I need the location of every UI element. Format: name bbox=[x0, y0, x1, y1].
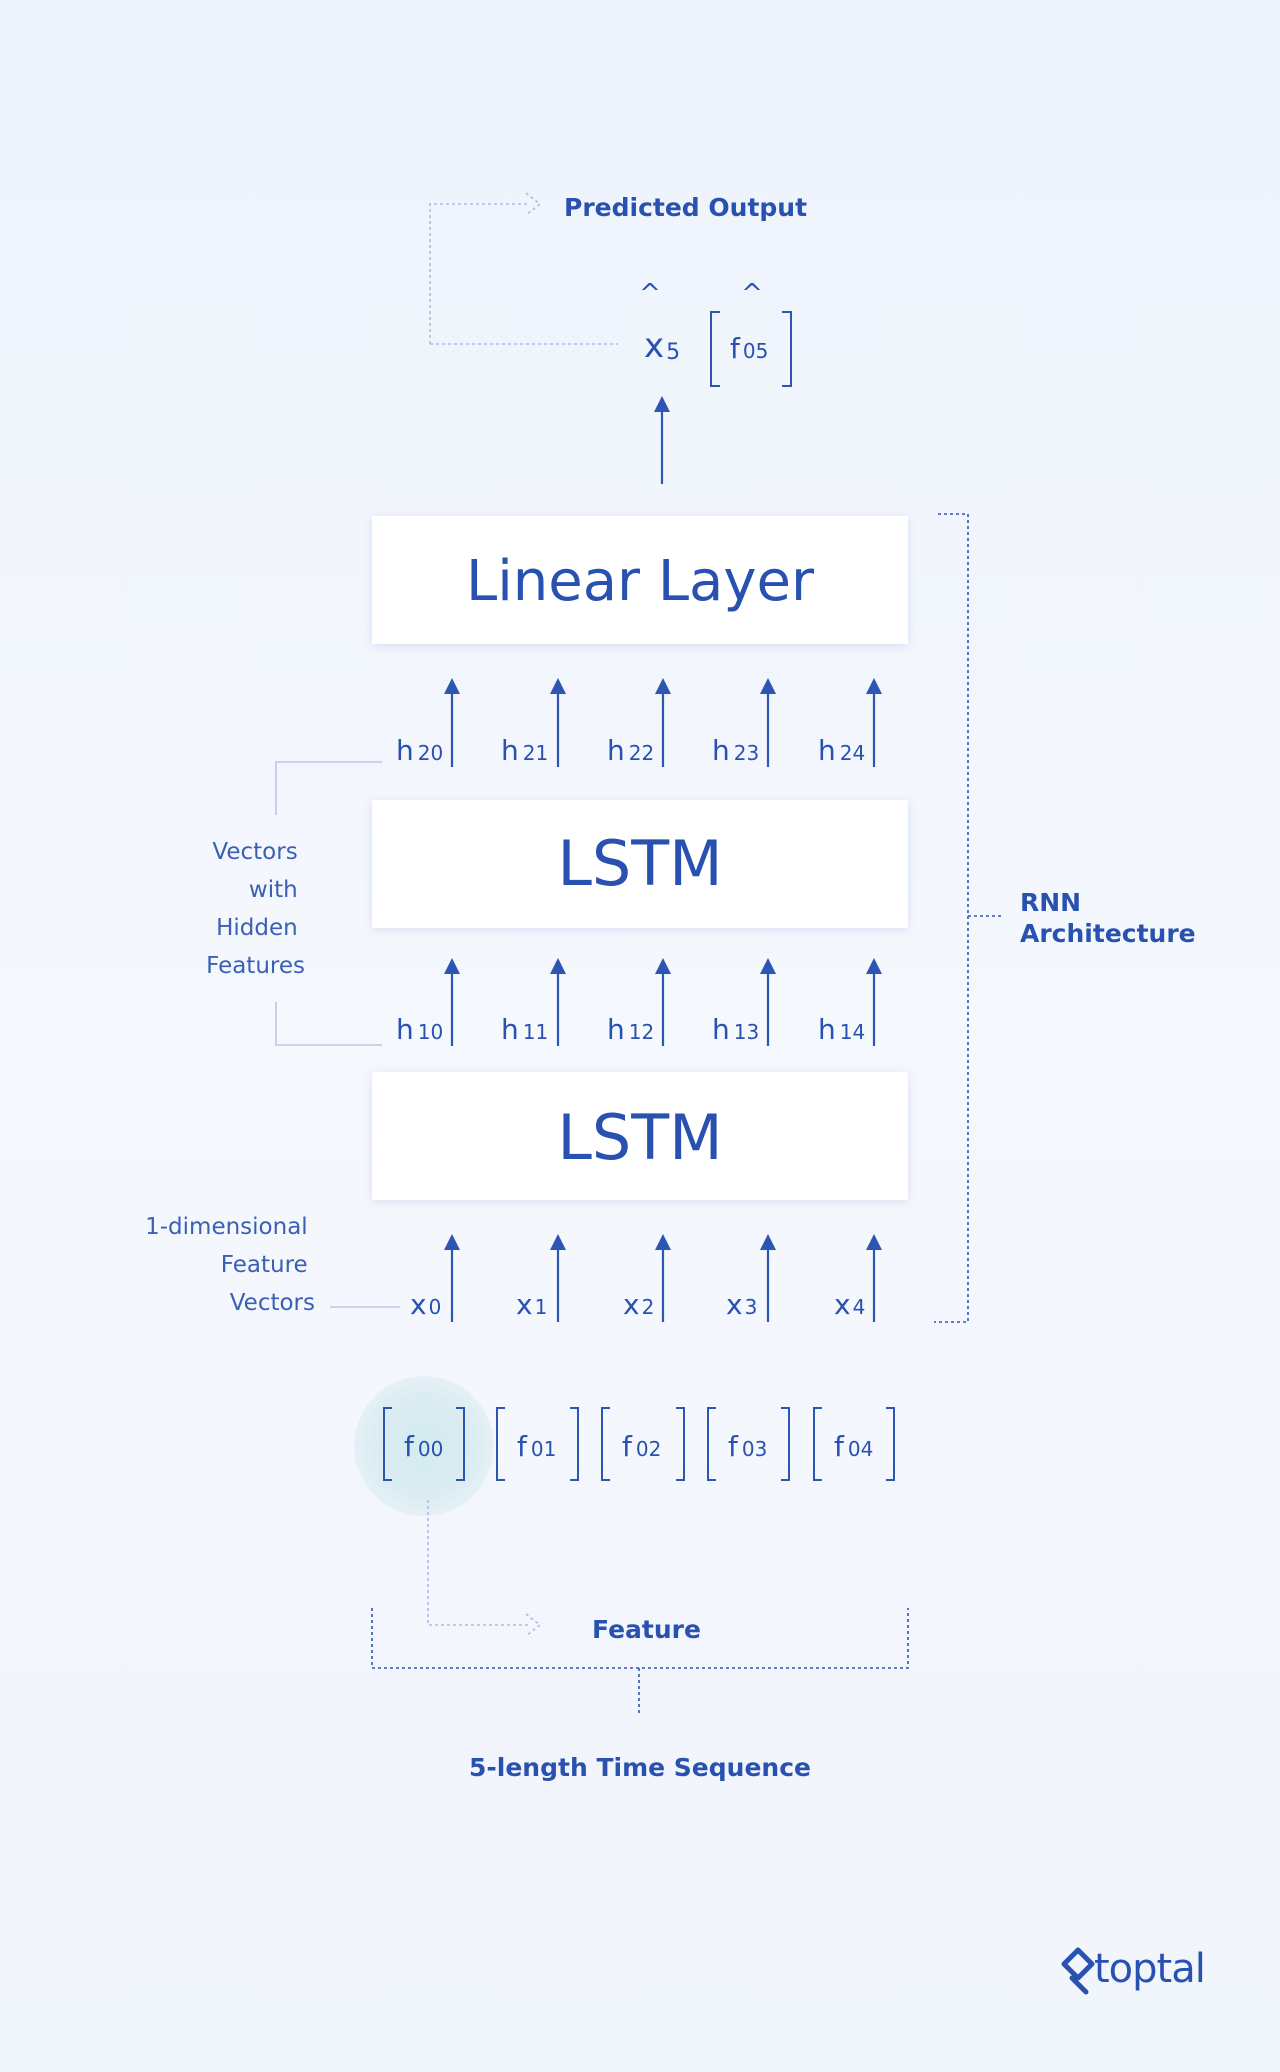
svg-text:LSTM: LSTM bbox=[557, 1101, 722, 1174]
feature-vectors-label: 1-dimensional Feature Vectors bbox=[145, 1214, 315, 1316]
lstm-top-box: LSTM bbox=[372, 800, 908, 928]
x5-hat: ^ bbox=[639, 279, 661, 309]
predicted-output-connector bbox=[429, 203, 530, 344]
hidden-features-bracket-top bbox=[275, 761, 382, 815]
arrow-h21 bbox=[550, 678, 566, 767]
arrow-h12 bbox=[655, 958, 671, 1046]
arrow-x0 bbox=[444, 1234, 460, 1322]
feature-vectors-line-2: Feature bbox=[221, 1252, 308, 1278]
arrow-h14 bbox=[866, 958, 882, 1046]
toptal-logo: toptal bbox=[1061, 1946, 1206, 1995]
hidden-features-line-4: Features bbox=[206, 953, 305, 979]
arrow-h22 bbox=[655, 678, 671, 767]
rnn-label-line-2: Architecture bbox=[1020, 919, 1196, 948]
arrow-x4 bbox=[866, 1234, 882, 1322]
hidden-features-bracket-bottom bbox=[275, 1002, 382, 1046]
hidden-features-line-3: Hidden bbox=[216, 915, 298, 941]
arrow-x2 bbox=[655, 1234, 671, 1322]
rnn-bracket bbox=[934, 513, 969, 1323]
arrows-to-lstm-bottom bbox=[444, 1234, 882, 1322]
arrows-to-linear-layer bbox=[444, 678, 882, 767]
feature-vectors-line-1: 1-dimensional bbox=[145, 1214, 308, 1240]
toptal-logo-icon bbox=[1061, 1947, 1095, 1995]
svg-text:f03: f03 bbox=[728, 1430, 767, 1463]
time-sequence-label: 5-length Time Sequence bbox=[469, 1753, 811, 1782]
svg-text:f00: f00 bbox=[404, 1430, 443, 1463]
svg-text:f01: f01 bbox=[517, 1430, 556, 1463]
svg-text:Linear Layer: Linear Layer bbox=[466, 549, 815, 614]
arrow-h11 bbox=[550, 958, 566, 1046]
arrow-h24 bbox=[866, 678, 882, 767]
arrow-h10 bbox=[444, 958, 460, 1046]
svg-text:LSTM: LSTM bbox=[557, 827, 722, 900]
hidden-features-line-1: Vectors bbox=[212, 839, 297, 865]
f05-bracket-right bbox=[782, 311, 792, 387]
rnn-label-line-1: RNN bbox=[1020, 888, 1081, 917]
time-sequence-bracket bbox=[371, 1608, 909, 1669]
output-arrow bbox=[654, 396, 670, 484]
f05-hat: ^ bbox=[741, 279, 763, 309]
feature-connector-tip bbox=[525, 1613, 542, 1637]
rnn-label: RNN Architecture bbox=[1020, 888, 1196, 948]
arrow-h23 bbox=[760, 678, 776, 767]
toptal-logo-text: toptal bbox=[1094, 1946, 1205, 1992]
feature-label: Feature bbox=[592, 1615, 701, 1644]
x5-label: x5 bbox=[644, 326, 680, 366]
hidden-features-line-2: with bbox=[249, 877, 298, 903]
svg-text:f02: f02 bbox=[622, 1430, 661, 1463]
lstm-bottom-box: LSTM bbox=[372, 1072, 908, 1200]
predicted-output-connector-tip bbox=[525, 192, 542, 216]
feature-connector bbox=[427, 1500, 530, 1626]
arrow-x3 bbox=[760, 1234, 776, 1322]
linear-layer-box: Linear Layer bbox=[372, 516, 908, 644]
arrow-h13 bbox=[760, 958, 776, 1046]
arrow-x1 bbox=[550, 1234, 566, 1322]
predicted-output-label: Predicted Output bbox=[564, 193, 807, 222]
feature-vectors-line-3: Vectors bbox=[230, 1290, 315, 1316]
arrows-to-lstm-top bbox=[444, 958, 882, 1046]
arrow-h20 bbox=[444, 678, 460, 767]
f05-bracket-left bbox=[710, 311, 720, 387]
svg-text:f04: f04 bbox=[834, 1430, 873, 1463]
hidden-features-label: Vectors with Hidden Features bbox=[206, 839, 305, 979]
